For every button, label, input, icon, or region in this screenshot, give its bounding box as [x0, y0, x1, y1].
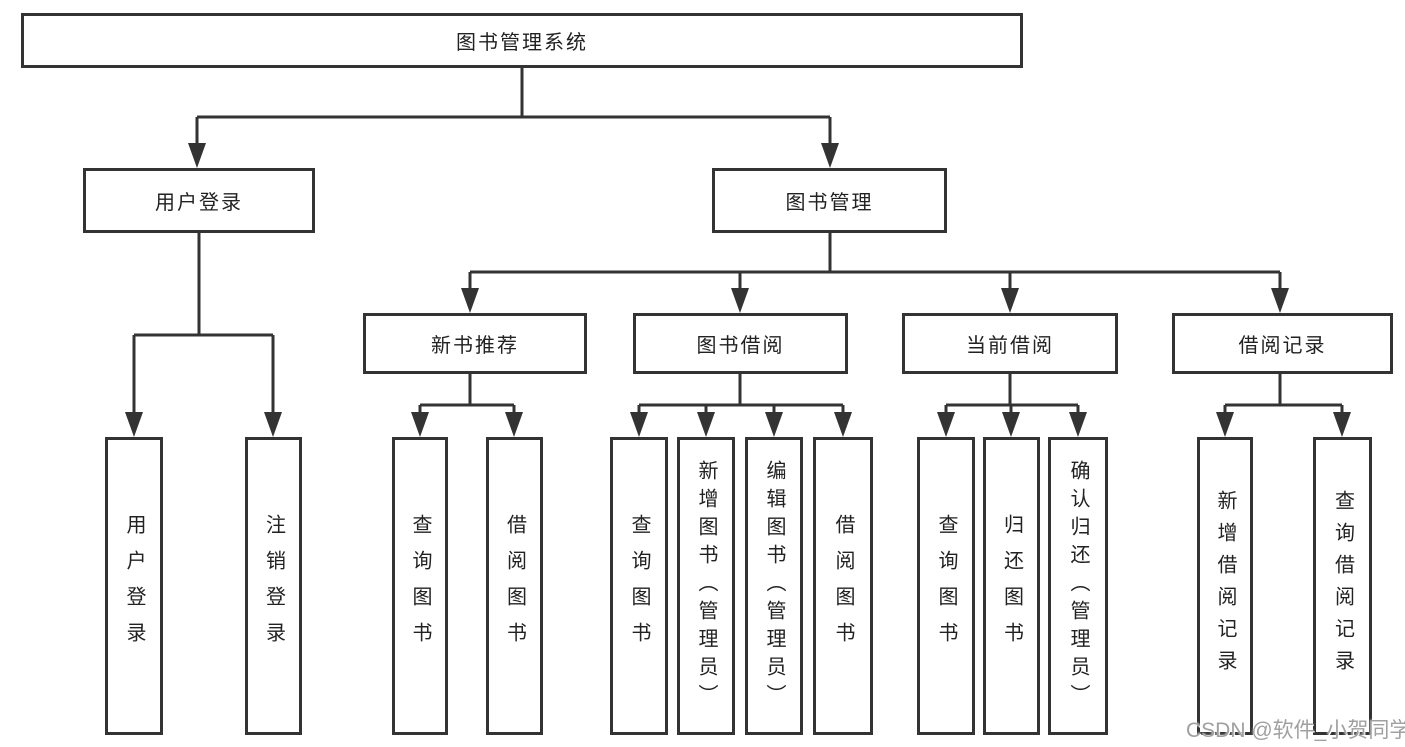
edge-root-to-level2: [195, 68, 832, 144]
node-book-borrow: 图书借阅: [633, 313, 848, 374]
leaf-confirm-return-admin: 确认归还（管理员）: [1048, 437, 1108, 735]
node-label: 归还图书: [1000, 514, 1023, 658]
edge-borrow-record-branch: [1223, 374, 1344, 413]
edge-user-login-branch: [132, 233, 275, 413]
node-label: 图书借阅: [696, 335, 785, 357]
edge-current-borrow-branch: [944, 374, 1080, 413]
node-label: 用户登录: [155, 192, 243, 214]
leaf-edit-book-admin: 编辑图书（管理员）: [745, 437, 803, 735]
watermark: CSDN @软件_小贺同学: [1186, 719, 1405, 742]
leaf-borrow-books: 借阅图书: [813, 437, 873, 735]
leaf-query-books-borrow: 查询图书: [610, 437, 668, 735]
node-label: 查询图书: [935, 514, 957, 658]
node-user-login: 用户登录: [83, 168, 315, 233]
node-borrow-records: 借阅记录: [1172, 313, 1393, 374]
leaf-query-books-current: 查询图书: [917, 437, 975, 735]
node-label: 借阅记录: [1238, 335, 1327, 357]
node-new-book-recommend: 新书推荐: [363, 313, 587, 374]
leaf-add-book-admin: 新增图书（管理员）: [677, 437, 735, 735]
node-label: 新增图书（管理员）: [695, 460, 717, 712]
arrowhead: [1271, 288, 1289, 313]
arrowhead: [765, 412, 783, 437]
arrowhead: [821, 143, 839, 168]
edge-book-borrow-branch: [637, 374, 845, 413]
edge-book-management-branch: [468, 233, 1282, 289]
arrowhead: [630, 412, 648, 437]
node-label: 查询借阅记录: [1331, 490, 1354, 682]
leaf-borrow-books-recommend: 借阅图书: [486, 437, 543, 735]
node-label: 查询图书: [628, 514, 650, 658]
node-label: 编辑图书（管理员）: [763, 460, 785, 712]
leaf-add-borrow-record: 新增借阅记录: [1197, 437, 1253, 735]
leaf-query-borrow-record: 查询借阅记录: [1313, 437, 1372, 735]
node-current-borrow: 当前借阅: [902, 313, 1118, 374]
leaf-return-book: 归还图书: [983, 437, 1040, 735]
node-label: 图书管理系统: [456, 32, 588, 54]
arrowhead: [1069, 412, 1087, 437]
arrowhead: [505, 412, 523, 437]
node-label: 图书管理: [785, 192, 874, 214]
leaf-query-books-recommend: 查询图书: [392, 437, 448, 735]
node-label: 注销登录: [262, 514, 285, 658]
arrowhead: [125, 412, 143, 437]
arrowhead: [1001, 288, 1019, 313]
arrowhead: [697, 412, 715, 437]
arrowhead: [1333, 412, 1351, 437]
node-book-management: 图书管理: [712, 168, 947, 233]
leaf-user-login: 用户登录: [105, 437, 163, 735]
arrowhead: [264, 412, 282, 437]
arrowhead: [834, 412, 852, 437]
arrowhead: [411, 412, 429, 437]
node-book-management-system: 图书管理系统: [21, 13, 1023, 68]
node-label: 用户登录: [123, 514, 145, 658]
arrowhead: [1216, 412, 1234, 437]
arrowhead: [937, 412, 955, 437]
leaf-logout: 注销登录: [245, 437, 302, 735]
node-label: 查询图书: [409, 514, 431, 658]
arrowhead: [731, 288, 749, 313]
node-label: 新书推荐: [431, 335, 519, 357]
node-label: 新增借阅记录: [1214, 490, 1236, 682]
node-label: 借阅图书: [832, 514, 854, 658]
arrowhead: [461, 288, 479, 313]
node-label: 当前借阅: [966, 335, 1054, 357]
node-label: 确认归还（管理员）: [1067, 460, 1089, 712]
node-label: 借阅图书: [503, 514, 526, 658]
edge-new-book-branch: [418, 374, 516, 413]
arrowhead: [1002, 412, 1020, 437]
arrowhead: [188, 143, 206, 168]
